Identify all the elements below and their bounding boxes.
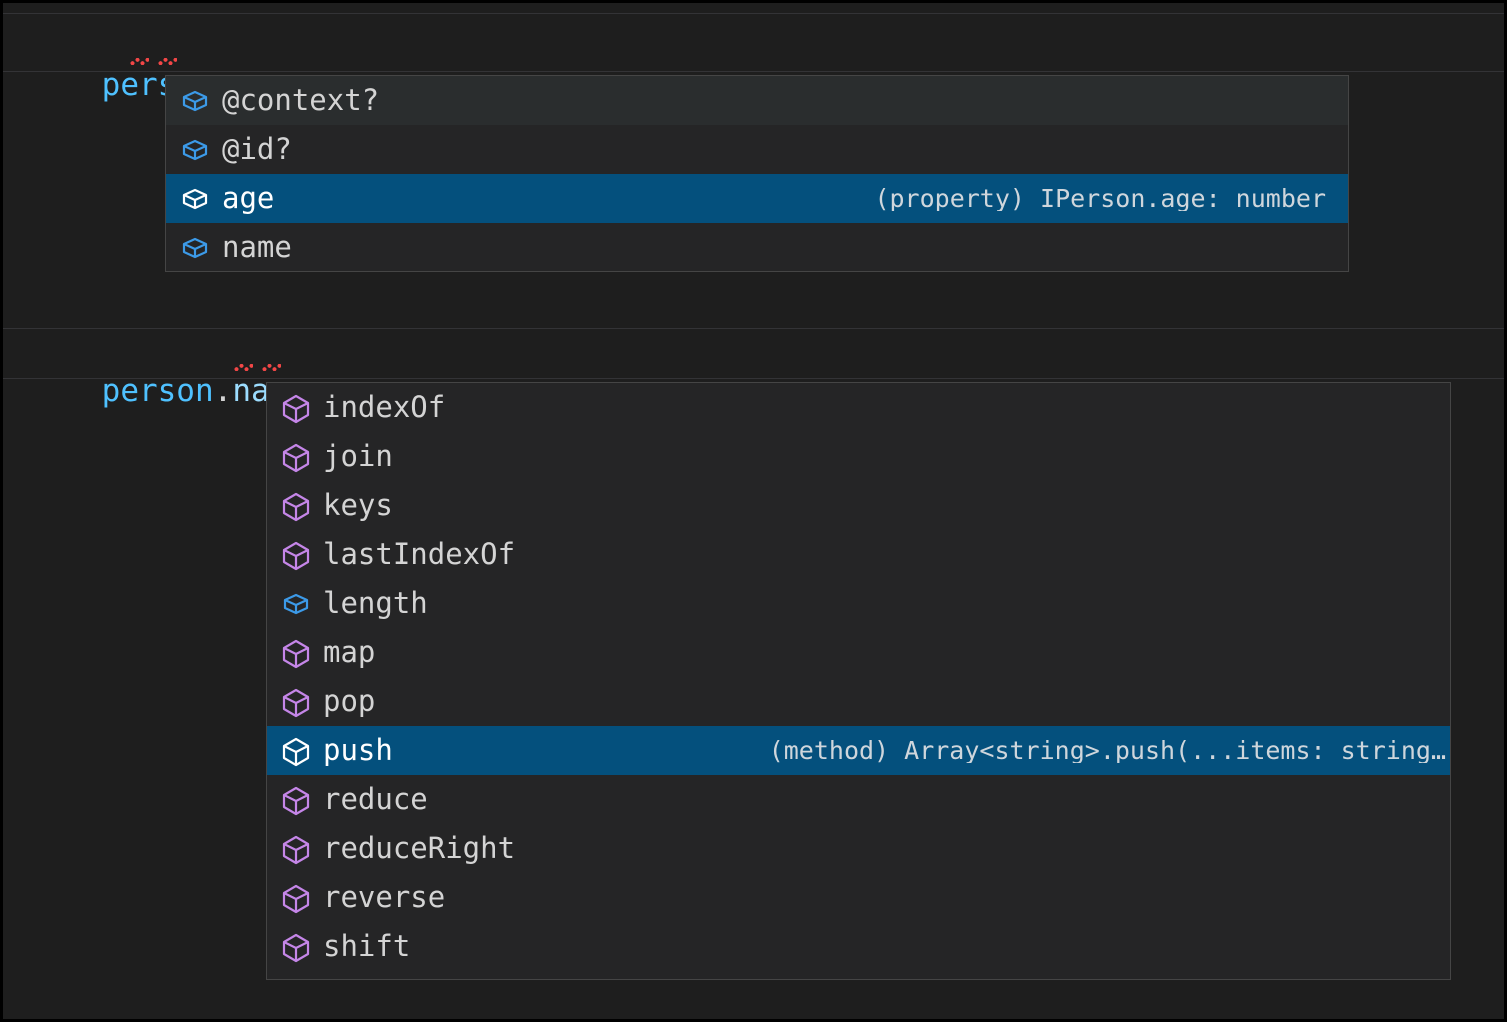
method-cube-icon: [279, 538, 313, 572]
method-cube-icon: [279, 734, 313, 768]
method-cube-icon: [279, 440, 313, 474]
method-cube-icon: [279, 636, 313, 670]
property-cube-icon: [178, 182, 212, 216]
suggest-item-label: lastIndexOf: [323, 537, 516, 571]
property-cube-icon: [178, 84, 212, 118]
suggest-item-label: reduce: [323, 782, 428, 816]
suggest-item-id[interactable]: @id?: [166, 125, 1348, 174]
suggest-item-reverse[interactable]: reverse: [267, 873, 1450, 922]
suggest-item-age[interactable]: age (property) IPerson.age: number: [166, 174, 1348, 223]
method-cube-icon: [279, 783, 313, 817]
suggest-item-length[interactable]: length: [267, 579, 1450, 628]
code-token-dot: .: [213, 373, 233, 409]
suggest-item-label: @context?: [222, 83, 380, 117]
property-cube-icon: [178, 231, 212, 265]
suggest-item-label: shift: [323, 929, 411, 963]
suggest-item-label: reduceRight: [323, 831, 516, 865]
property-cube-icon: [279, 587, 313, 621]
suggest-widget-person[interactable]: @context? @id?: [165, 75, 1349, 272]
suggest-item-label: length: [323, 586, 428, 620]
method-cube-icon: [279, 685, 313, 719]
suggest-item-join[interactable]: join: [267, 432, 1450, 481]
suggest-item-label: pop: [323, 684, 376, 718]
suggest-item-label: indexOf: [323, 390, 446, 424]
suggest-item-map[interactable]: map: [267, 628, 1450, 677]
suggest-item-reduceright[interactable]: reduceRight: [267, 824, 1450, 873]
suggest-item-detail: (property) IPerson.age: number: [874, 186, 1326, 211]
error-squiggle: [158, 58, 177, 65]
method-cube-icon: [279, 930, 313, 964]
editor-surface: person.; @context?: [3, 3, 1504, 1019]
suggest-item-pop[interactable]: pop: [267, 677, 1450, 726]
error-squiggle: [234, 364, 253, 371]
suggest-item-label: name: [222, 230, 292, 264]
suggest-item-label: keys: [323, 488, 393, 522]
suggest-item-keys[interactable]: keys: [267, 481, 1450, 530]
property-cube-icon: [178, 133, 212, 167]
suggest-item-detail: (method) Array<string>.push(...items: st…: [768, 738, 1446, 763]
suggest-item-label: join: [323, 439, 393, 473]
suggest-item-indexof[interactable]: indexOf: [267, 383, 1450, 432]
method-cube-icon: [279, 391, 313, 425]
suggest-item-label: age: [222, 181, 275, 215]
suggest-item-lastindexof[interactable]: lastIndexOf: [267, 530, 1450, 579]
method-cube-icon: [279, 832, 313, 866]
error-squiggle: [130, 58, 149, 65]
suggest-item-name[interactable]: name: [166, 223, 1348, 271]
suggest-widget-name[interactable]: indexOf join: [266, 382, 1451, 980]
method-cube-icon: [279, 881, 313, 915]
error-squiggle: [262, 364, 281, 371]
suggest-item-label: @id?: [222, 132, 292, 166]
method-cube-icon: [279, 489, 313, 523]
editor-divider: [3, 13, 1504, 14]
suggest-item-label: push: [323, 733, 393, 767]
editor-divider: [3, 328, 1504, 329]
suggest-item-context[interactable]: @context?: [166, 76, 1348, 125]
suggest-item-label: map: [323, 635, 376, 669]
editor-divider: [3, 378, 1504, 379]
suggest-item-reduce[interactable]: reduce: [267, 775, 1450, 824]
suggest-item-shift[interactable]: shift: [267, 922, 1450, 971]
suggest-item-label: reverse: [323, 880, 446, 914]
editor-divider: [3, 71, 1504, 72]
code-token-identifier: person: [101, 373, 214, 409]
suggest-item-push[interactable]: push (method) Array<string>.push(...item…: [267, 726, 1450, 775]
